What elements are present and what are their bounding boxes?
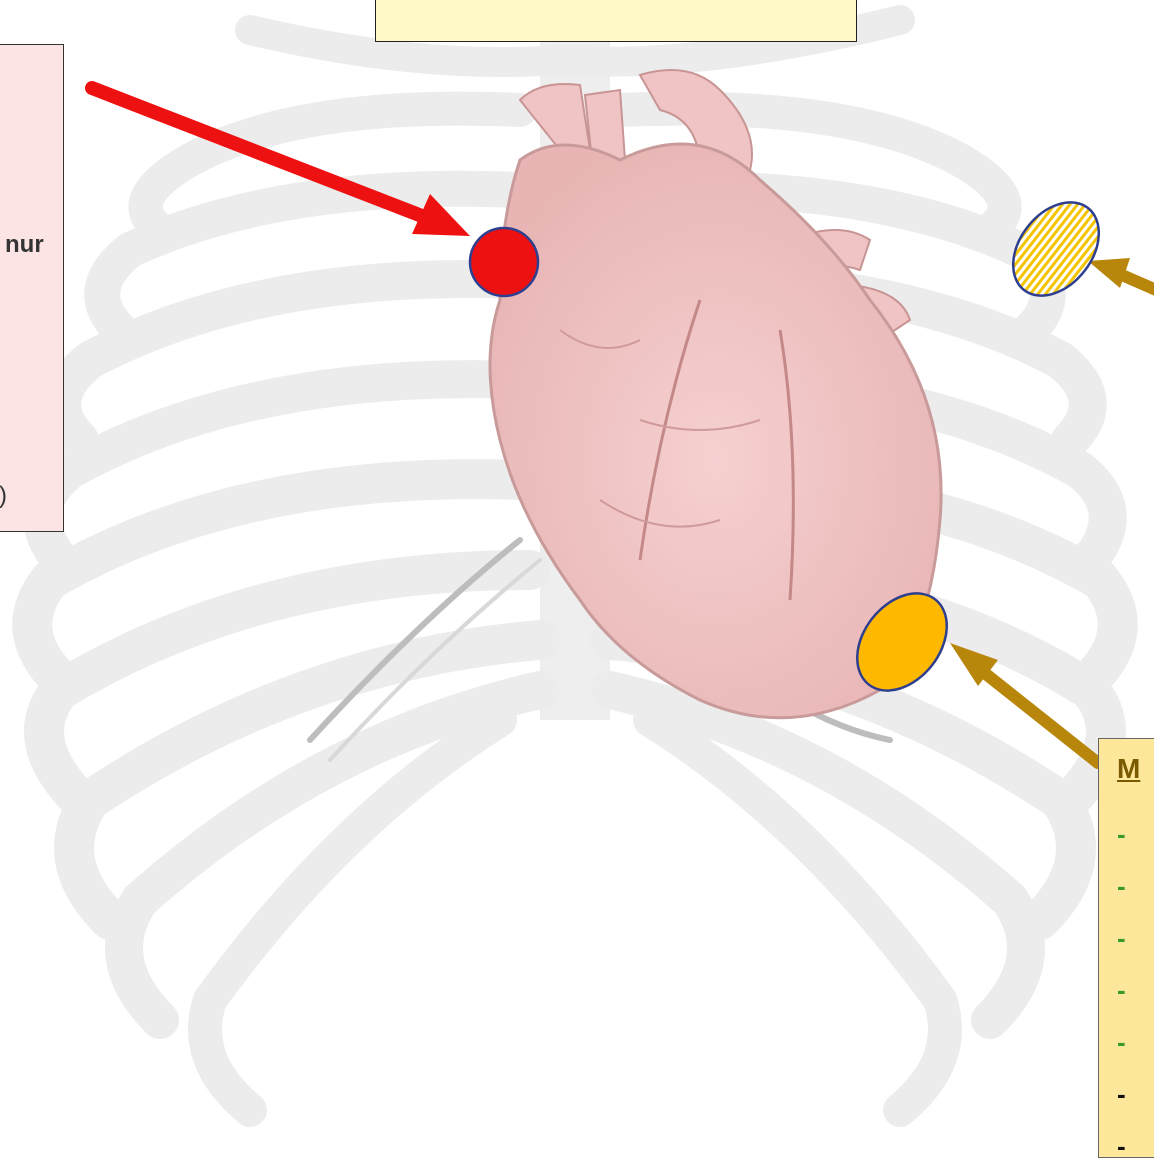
- list-item: -: [1117, 873, 1126, 899]
- list-item: -: [1117, 977, 1126, 1003]
- right-label-box: M - - - - - - -: [1098, 738, 1154, 1158]
- list-item: -: [1117, 925, 1126, 951]
- left-label-box: nur ): [0, 44, 64, 532]
- list-item: -: [1117, 1029, 1126, 1055]
- right-box-title: M: [1117, 753, 1140, 785]
- left-box-line-1: nur: [5, 231, 44, 259]
- top-label-box: [375, 0, 857, 42]
- left-box-line-2: ): [0, 482, 7, 510]
- list-item: -: [1117, 821, 1126, 847]
- red-marker: [470, 228, 538, 296]
- list-item: -: [1117, 1133, 1126, 1158]
- list-item: -: [1117, 1081, 1126, 1107]
- gold-arrow-upper: [1088, 258, 1154, 296]
